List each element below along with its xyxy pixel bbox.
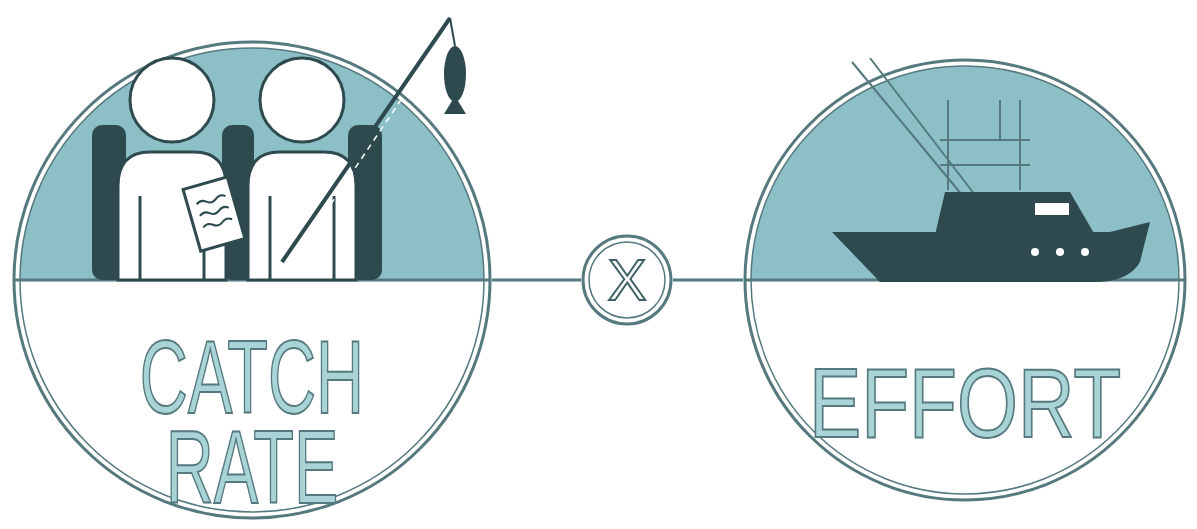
inner-ring [751,66,1179,494]
split-circle: CATCH RATE [12,40,492,520]
connector-line [673,279,743,282]
clipboard [183,177,245,251]
circle-fill [745,60,1185,500]
fishing-rod [282,18,466,262]
person-body [118,152,226,280]
boat-cabin [935,192,1095,235]
fishing-line [450,18,455,46]
tower-rail [940,139,1030,141]
seat-back [92,125,126,280]
operator-symbol: X [581,250,673,310]
circle-top-half [20,48,484,280]
operator-circle: X [581,234,673,326]
connector-line [492,279,581,282]
seats [92,125,382,280]
circle-label: EFFORT [797,358,1133,448]
fish-body [444,46,466,102]
porthole [1031,248,1039,256]
split-circle: EFFORT [743,58,1187,502]
person-body [248,152,356,280]
clipboard-scribble [196,194,233,229]
porthole [1056,248,1064,256]
divider-line [745,279,1185,282]
tower-post [947,100,949,190]
person-figure [248,58,356,280]
circle-top-half [751,66,1179,280]
boat [832,58,1150,282]
person-head [130,58,214,142]
rod [282,18,450,262]
person-arm [269,196,272,280]
person-arm [333,196,336,280]
person-arm [139,196,142,280]
outrigger-pole [870,58,975,195]
boat-hull [832,222,1150,282]
tower-rail [940,164,1030,166]
porthole [1081,248,1089,256]
seat-back [222,125,254,280]
boat-window [1035,203,1069,215]
rod-line [300,24,452,250]
tower-post [999,100,1001,140]
circle-fill [14,42,490,518]
person-head [260,58,344,142]
tower-post [1019,100,1021,190]
person-figure [118,58,226,280]
outriggers [852,58,1030,195]
divider-line [14,279,490,282]
circle-label: CATCH RATE [118,332,387,512]
seat-back [348,125,382,280]
inner-ring [20,48,484,512]
fish-tail [444,96,466,114]
outrigger-pole [852,62,962,195]
clipboard-board [183,177,245,251]
person-arm [203,196,206,280]
